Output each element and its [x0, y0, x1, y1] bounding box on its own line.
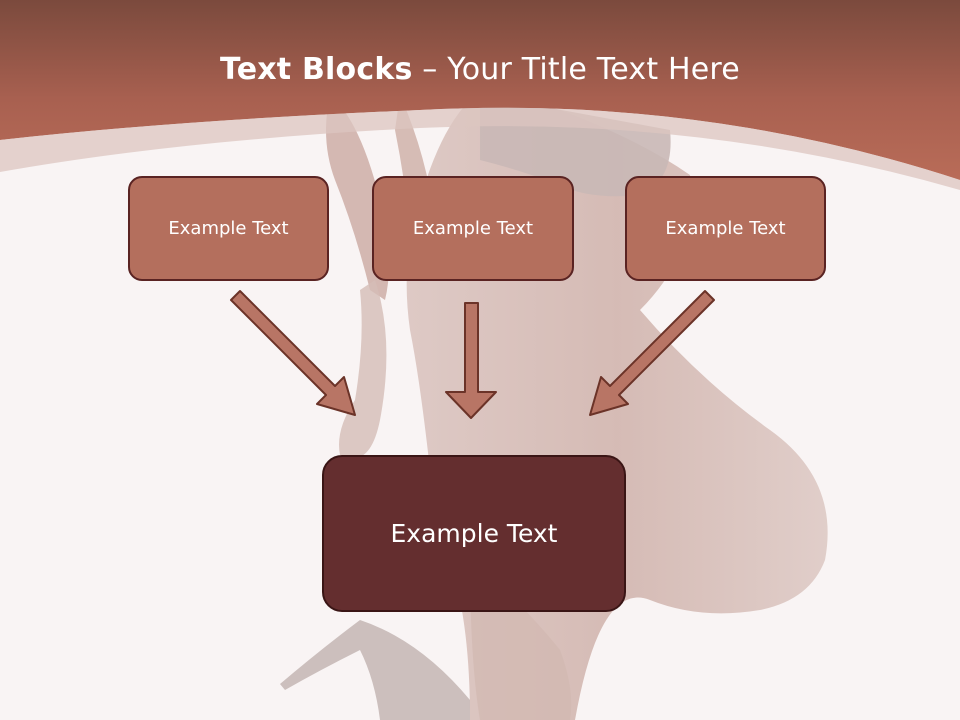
text-block-1-label: Example Text — [168, 218, 289, 239]
slide-title: Text Blocks – Your Title Text Here — [0, 52, 960, 87]
main-text-block-label: Example Text — [390, 519, 558, 548]
header-band — [0, 0, 960, 190]
main-text-block[interactable]: Example Text — [322, 455, 626, 612]
text-block-3[interactable]: Example Text — [625, 176, 826, 281]
text-block-2-label: Example Text — [412, 218, 534, 239]
title-bold-part: Text Blocks — [220, 52, 413, 87]
title-rest-part: – Your Title Text Here — [412, 52, 740, 87]
text-block-3-label: Example Text — [665, 218, 786, 239]
text-block-1[interactable]: Example Text — [128, 176, 329, 281]
text-block-2[interactable]: Example Text — [372, 176, 574, 281]
